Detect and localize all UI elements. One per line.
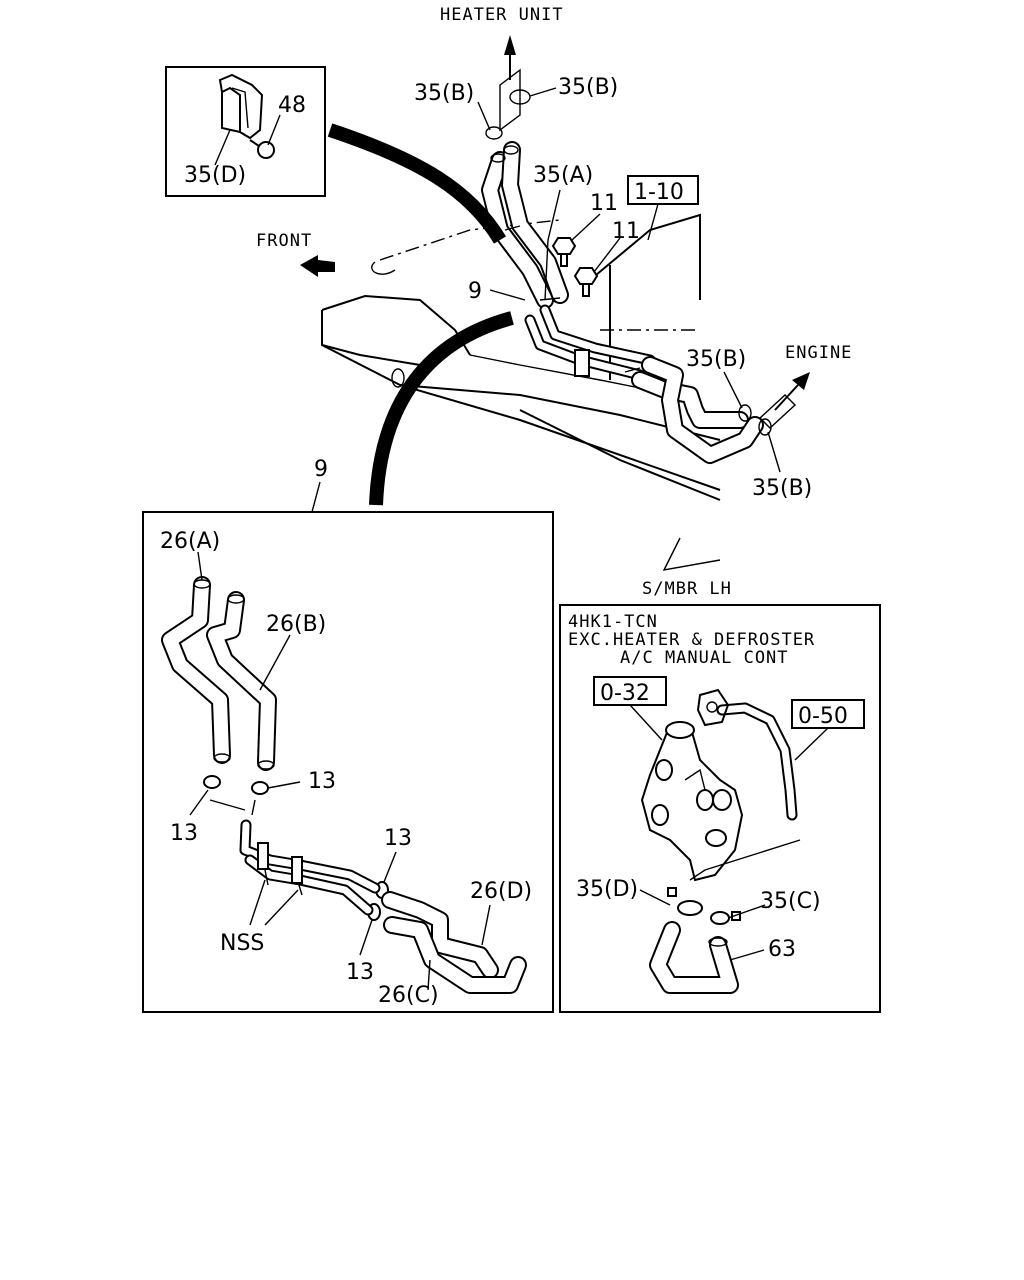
part-9-label: 9	[314, 457, 328, 482]
nss-label: NSS	[220, 931, 264, 956]
leader-curve-inset	[327, 123, 507, 244]
clamp-icon	[203, 775, 221, 789]
clamp-icon	[677, 900, 703, 916]
part-26b-label: 26(B)	[266, 612, 326, 637]
part-63-label: 63	[768, 937, 796, 962]
leader-curve-detail	[369, 311, 514, 506]
detail-part-9: 9	[142, 457, 554, 1013]
part-26d-label: 26(D)	[470, 879, 532, 904]
variant-line-2: EXC.HEATER & DEFROSTER	[568, 630, 815, 650]
variant-line-1: 4HK1-TCN	[568, 612, 658, 632]
reference-1-10-label: 1-10	[634, 180, 684, 205]
part-13-label: 13	[384, 826, 412, 851]
part-48-label: 48	[278, 93, 306, 118]
reference-box	[627, 175, 699, 205]
part-35c-label: 35(C)	[760, 889, 821, 914]
part-35d-label: 35(D)	[576, 877, 638, 902]
clamp-icon	[251, 781, 269, 795]
part-35a-label: 35(A)	[533, 163, 593, 188]
engine-hoses	[631, 356, 764, 464]
heater-unit-label: HEATER UNIT	[440, 5, 564, 25]
main-assembly: HEATER UNIT FRONT ENGINE S/MBR LH 35(B) …	[256, 5, 852, 599]
part-26c-label: 26(C)	[378, 983, 439, 1008]
part-35b-label: 35(B)	[686, 347, 746, 372]
heater-unit-arrow-icon	[499, 35, 521, 132]
clamp-icon	[710, 911, 730, 925]
engine-label: ENGINE	[785, 343, 852, 363]
frame-side-member	[321, 213, 721, 501]
variant-4hk1-tcn: 4HK1-TCN EXC.HEATER & DEFROSTER A/C MANU…	[559, 604, 881, 1013]
inset-clip: 48 35(D)	[165, 66, 326, 197]
thermostat-housing	[640, 721, 744, 882]
part-11-label: 11	[612, 219, 640, 244]
reference-0-32-label: 0-32	[600, 681, 650, 706]
part-35d-label: 35(D)	[184, 163, 246, 188]
water-pipes	[524, 304, 656, 381]
part-13-label: 13	[346, 960, 374, 985]
part-35b-label: 35(B)	[414, 81, 474, 106]
bolt-icon	[249, 139, 275, 159]
part-13-label: 13	[170, 821, 198, 846]
reference-box	[593, 676, 667, 706]
variant-line-3: A/C MANUAL CONT	[620, 648, 789, 668]
part-26a-label: 26(A)	[160, 529, 220, 554]
leader-lines	[477, 87, 781, 571]
part-9-label: 9	[468, 279, 482, 304]
engine-arrow-icon	[758, 372, 810, 429]
side-member-label: S/MBR LH	[642, 579, 732, 599]
reference-0-50-label: 0-50	[798, 704, 848, 729]
bolt-icon	[551, 237, 577, 267]
part-35b-label: 35(B)	[558, 75, 618, 100]
reference-box	[791, 699, 865, 729]
part-35b-label: 35(B)	[752, 476, 812, 501]
part-11-label: 11	[590, 191, 618, 216]
front-label: FRONT	[256, 231, 312, 251]
part-13-label: 13	[308, 769, 336, 794]
bolt-icon	[573, 267, 599, 297]
front-arrow-icon	[300, 255, 335, 277]
